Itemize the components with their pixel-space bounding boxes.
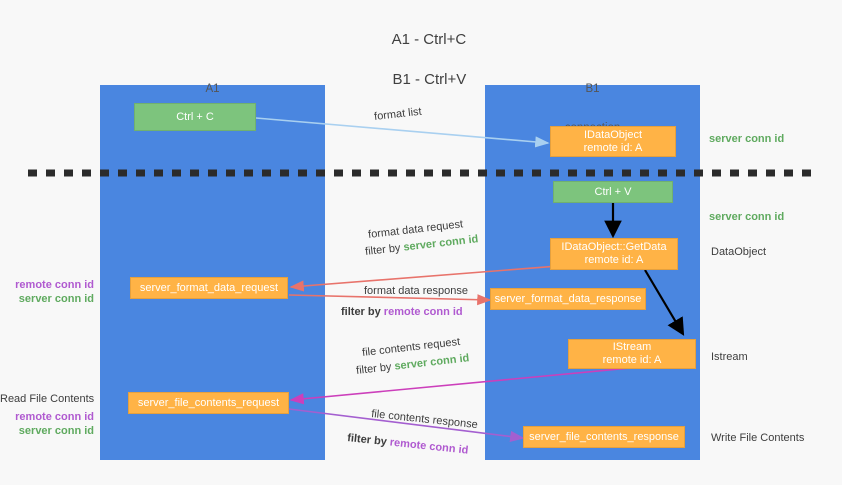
label-right-server-conn-id-mid: server conn id [709, 211, 785, 223]
box-idataobject-label: IDataObject [583, 128, 643, 141]
label-right-istream: Istream [711, 351, 748, 363]
box-idataobject-getdata-remote-id: remote id: A [584, 254, 644, 266]
box-istream-remote-id: remote id: A [602, 354, 662, 366]
label-right-dataobject: DataObject [711, 246, 767, 258]
box-server-format-data-response[interactable]: server_format_data_response [490, 288, 646, 310]
box-ctrl-v[interactable]: Ctrl + V [553, 181, 673, 203]
box-server-file-contents-response[interactable]: server_file_contents_response [523, 426, 685, 448]
title-line-2: B1 - Ctrl+V [392, 71, 467, 88]
label-right-server-conn-id-top: server conn id [709, 133, 785, 145]
label-file-contents-response-filter: filter by remote conn id [347, 431, 469, 458]
label-file-contents-response-filter-prefix: filter by [346, 431, 391, 449]
box-idataobject-getdata[interactable]: IDataObject::GetData remote id: A [550, 238, 678, 270]
box-istream-label: IStream [612, 341, 652, 353]
box-ctrl-v-label: Ctrl + V [594, 185, 632, 198]
box-istream[interactable]: IStream remote id: A [568, 339, 696, 369]
label-file-contents-response: file contents response [370, 407, 479, 432]
box-server-file-contents-request-label: server_file_contents_request [137, 396, 280, 409]
label-format-data-request-filter-prefix: filter by [364, 241, 405, 259]
box-server-file-contents-request[interactable]: server_file_contents_request [128, 392, 289, 414]
label-left-read-file-contents: Read File Contents [0, 393, 95, 405]
box-idataobject-remote-id: remote id: A [583, 141, 643, 154]
label-format-data-response: format data response [364, 285, 468, 297]
lane-header-b1-line1: B1 [585, 83, 600, 95]
label-file-contents-response-filter-value: remote conn id [389, 436, 469, 457]
label-left-server-conn-id-mid: server conn id [18, 293, 94, 305]
label-right-write-file-contents: Write File Contents [711, 432, 805, 444]
box-server-format-data-response-label: server_format_data_response [494, 292, 642, 305]
label-format-data-response-filter-value: remote conn id [383, 306, 463, 318]
title-line-1: A1 - Ctrl+C [391, 31, 467, 48]
label-left-remote-conn-id-mid: remote conn id [15, 279, 94, 291]
box-server-file-contents-response-label: server_file_contents_response [529, 430, 679, 443]
lane-header-a1-line1: A1 [205, 83, 220, 95]
box-idataobject[interactable]: IDataObject remote id: A [550, 126, 676, 157]
label-left-remote-conn-id-bottom: remote conn id [15, 411, 94, 423]
label-format-data-response-filter-prefix: filter by [341, 306, 384, 318]
diagram-title: A1 - Ctrl+C B1 - Ctrl+V [0, 10, 842, 110]
box-server-format-data-request[interactable]: server_format_data_request [130, 277, 288, 299]
label-file-contents-request-filter-value: server conn id [393, 352, 470, 373]
label-left-server-conn-id-bottom: server conn id [18, 425, 94, 437]
label-format-data-response-filter: filter by remote conn id [341, 305, 463, 319]
box-server-format-data-request-label: server_format_data_request [139, 281, 279, 294]
box-ctrl-c[interactable]: Ctrl + C [134, 103, 256, 131]
label-file-contents-request-filter-prefix: filter by [355, 360, 396, 378]
box-ctrl-c-label: Ctrl + C [176, 110, 214, 123]
box-idataobject-getdata-label: IDataObject::GetData [561, 241, 667, 253]
